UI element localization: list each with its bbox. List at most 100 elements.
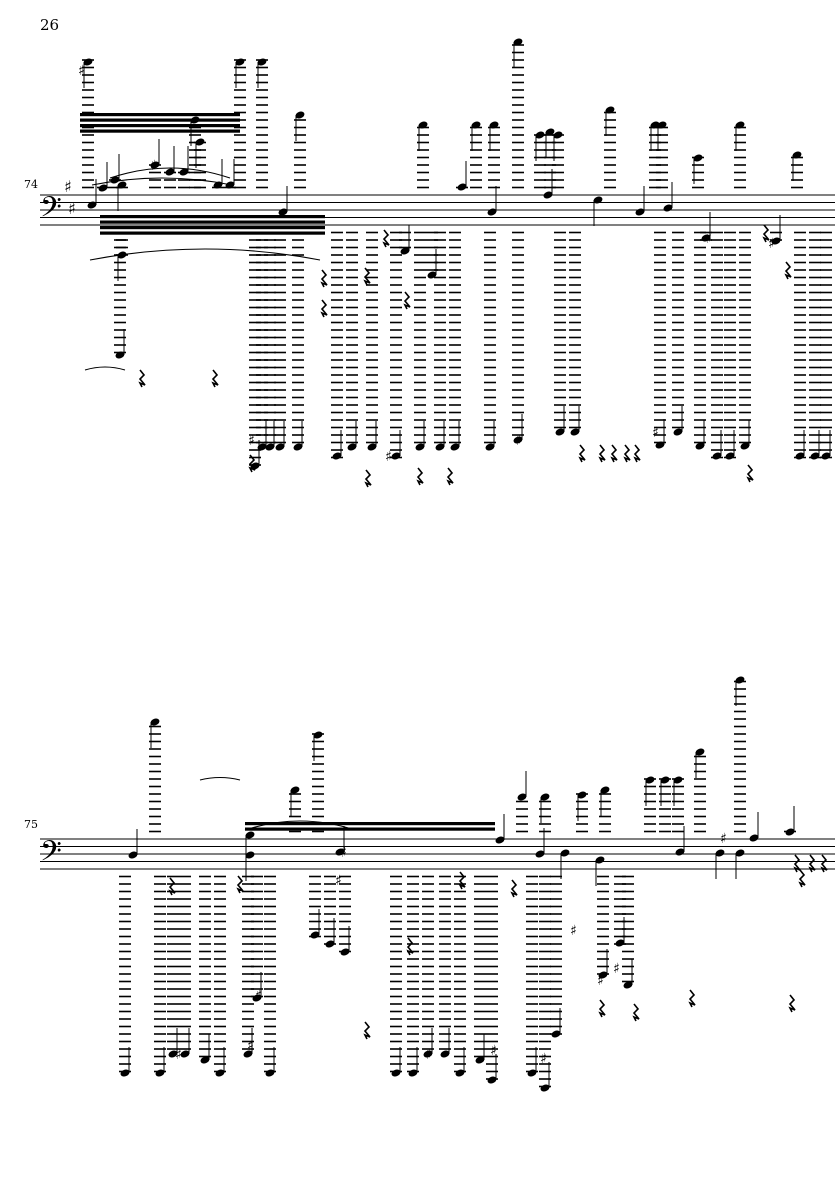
note-head <box>540 1084 550 1092</box>
note-head <box>168 1050 178 1058</box>
rest-icon <box>403 291 411 310</box>
rest-icon <box>320 299 328 318</box>
rest-icon <box>363 1021 371 1040</box>
rest-icon <box>688 989 696 1008</box>
sharp-icon: ♯ <box>247 1038 254 1054</box>
note-head <box>83 58 93 66</box>
note-head <box>675 848 685 856</box>
note-head <box>543 191 553 199</box>
note-head <box>771 237 781 245</box>
note-head <box>278 208 288 216</box>
note-head <box>695 442 705 450</box>
note-head <box>570 428 580 436</box>
rest-icon <box>248 454 256 473</box>
slur <box>109 167 231 179</box>
note-head <box>367 443 377 451</box>
rest-icon <box>416 467 424 486</box>
sharp-icon: ♯ <box>78 63 85 79</box>
note-head <box>215 1069 225 1077</box>
rest-icon <box>458 871 466 890</box>
note-head <box>577 791 587 799</box>
measure-number-74: 74 <box>24 178 38 191</box>
slur <box>91 177 233 186</box>
sharp-icon: ♯ <box>175 1047 182 1063</box>
beam <box>100 215 325 219</box>
note-head <box>471 121 481 129</box>
rest-icon <box>406 937 414 956</box>
beam <box>245 827 495 831</box>
note-head <box>391 452 401 460</box>
staff-system-74: ♯ ♯ ♯ ♯ ♯ ♯ ♯ ♯ <box>40 38 835 488</box>
note-head <box>487 1076 497 1084</box>
note-head <box>715 849 725 857</box>
sharp-icon: ♯ <box>597 973 604 989</box>
note-head <box>418 121 428 129</box>
note-head <box>673 428 683 436</box>
note-head <box>600 786 610 794</box>
note-head <box>673 776 683 784</box>
sharp-icon: ♯ <box>652 425 659 441</box>
sharp-icon: ♯ <box>515 433 522 449</box>
sharp-icon: ♯ <box>425 1047 432 1063</box>
note-head <box>435 443 445 451</box>
rest-icon <box>578 444 586 463</box>
note-head <box>740 442 750 450</box>
rest-icon <box>363 267 371 286</box>
note-head <box>391 1069 401 1077</box>
beam <box>80 129 240 133</box>
note-head <box>120 1069 130 1077</box>
note-head <box>475 1056 485 1064</box>
note-head <box>712 452 722 460</box>
note-head <box>347 443 357 451</box>
beam <box>100 231 325 235</box>
note-head <box>257 443 267 451</box>
note-head <box>117 181 127 189</box>
sharp-icon: ♯ <box>248 433 255 449</box>
rest-icon <box>598 444 606 463</box>
note-head <box>540 793 550 801</box>
note-head <box>735 849 745 857</box>
beam <box>80 118 240 122</box>
note-head <box>593 196 603 204</box>
sharp-icon: ♯ <box>64 177 72 196</box>
sharp-icon: ♯ <box>570 923 577 939</box>
rest-icon <box>510 879 518 898</box>
rest-icon <box>610 444 618 463</box>
rest-icon <box>746 464 754 483</box>
sharp-icon: ♯ <box>613 961 620 977</box>
note-head <box>290 786 300 794</box>
note-head <box>408 1069 418 1077</box>
sharp-icon: ♯ <box>540 1051 547 1067</box>
beam <box>100 226 325 230</box>
note-head <box>313 731 323 739</box>
rest-icon <box>788 994 796 1013</box>
note-head <box>450 443 460 451</box>
note-head <box>657 121 667 129</box>
rest-icon <box>598 999 606 1018</box>
rest-icon <box>211 369 219 388</box>
note-head <box>598 971 608 979</box>
note-head <box>695 748 705 756</box>
note-head <box>535 131 545 139</box>
slur <box>199 776 241 781</box>
sharp-icon: ♯ <box>768 236 775 252</box>
note-head <box>660 776 670 784</box>
note-head <box>489 121 499 129</box>
beam <box>80 113 240 117</box>
note-head <box>693 154 703 162</box>
bass-clef-icon: 𝄢 <box>40 191 62 231</box>
note-head <box>165 168 175 176</box>
rest-icon <box>138 369 146 388</box>
slur <box>89 248 321 261</box>
note-head <box>487 208 497 216</box>
note-head <box>810 452 820 460</box>
note-head <box>180 1050 190 1058</box>
note-head <box>275 443 285 451</box>
sharp-icon: ♯ <box>385 449 392 465</box>
note-head <box>128 851 138 859</box>
note-head <box>310 931 320 939</box>
note-head <box>655 441 665 449</box>
sharp-icon: ♯ <box>705 231 712 247</box>
rest-icon <box>632 1003 640 1022</box>
